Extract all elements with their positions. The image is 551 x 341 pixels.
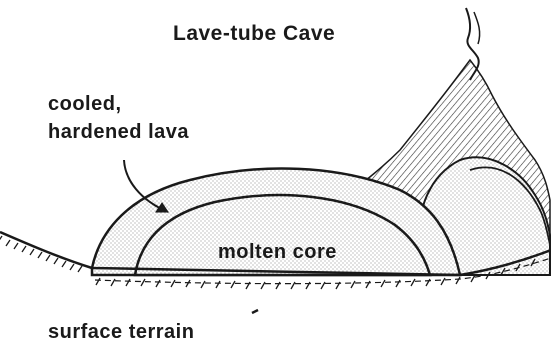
ground-hatch-left [0, 236, 82, 272]
terrain-tick [252, 310, 258, 313]
eruption-plume-2 [474, 12, 480, 44]
label-cooled-line1: cooled, [48, 93, 122, 115]
label-surface-terrain: surface terrain [48, 321, 194, 341]
label-cooled-line2: hardened lava [48, 121, 189, 143]
diagram-title: Lave-tube Cave [173, 22, 335, 45]
label-molten-core: molten core [218, 241, 337, 263]
